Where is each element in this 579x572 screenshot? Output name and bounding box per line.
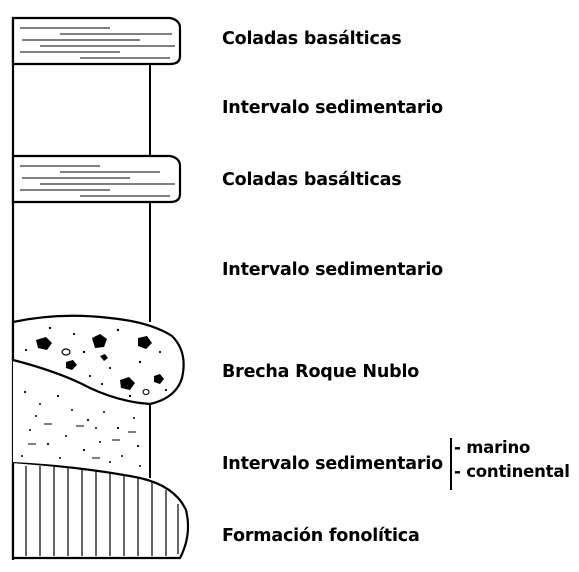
label-continental: - continental [454,462,570,481]
label-marino: - marino [454,438,531,457]
sub-bracket [450,438,452,490]
label-basalt-mid: Coladas basálticas [222,170,402,190]
layer-basalt-mid [11,154,182,204]
label-breccia: Brecha Roque Nublo [222,362,420,382]
label-basalt-top: Coladas basálticas [222,29,402,49]
layer-sed-3 [13,360,151,478]
label-sed-1: Intervalo sedimentario [222,98,443,118]
layer-basalt-top [11,16,182,66]
layer-breccia [11,314,185,406]
stratigraphic-column [11,16,190,560]
layer-phonolite [11,460,190,560]
label-sed-2: Intervalo sedimentario [222,260,443,280]
label-phonolite: Formación fonolítica [222,526,420,546]
label-sed-3: Intervalo sedimentario [222,454,443,474]
